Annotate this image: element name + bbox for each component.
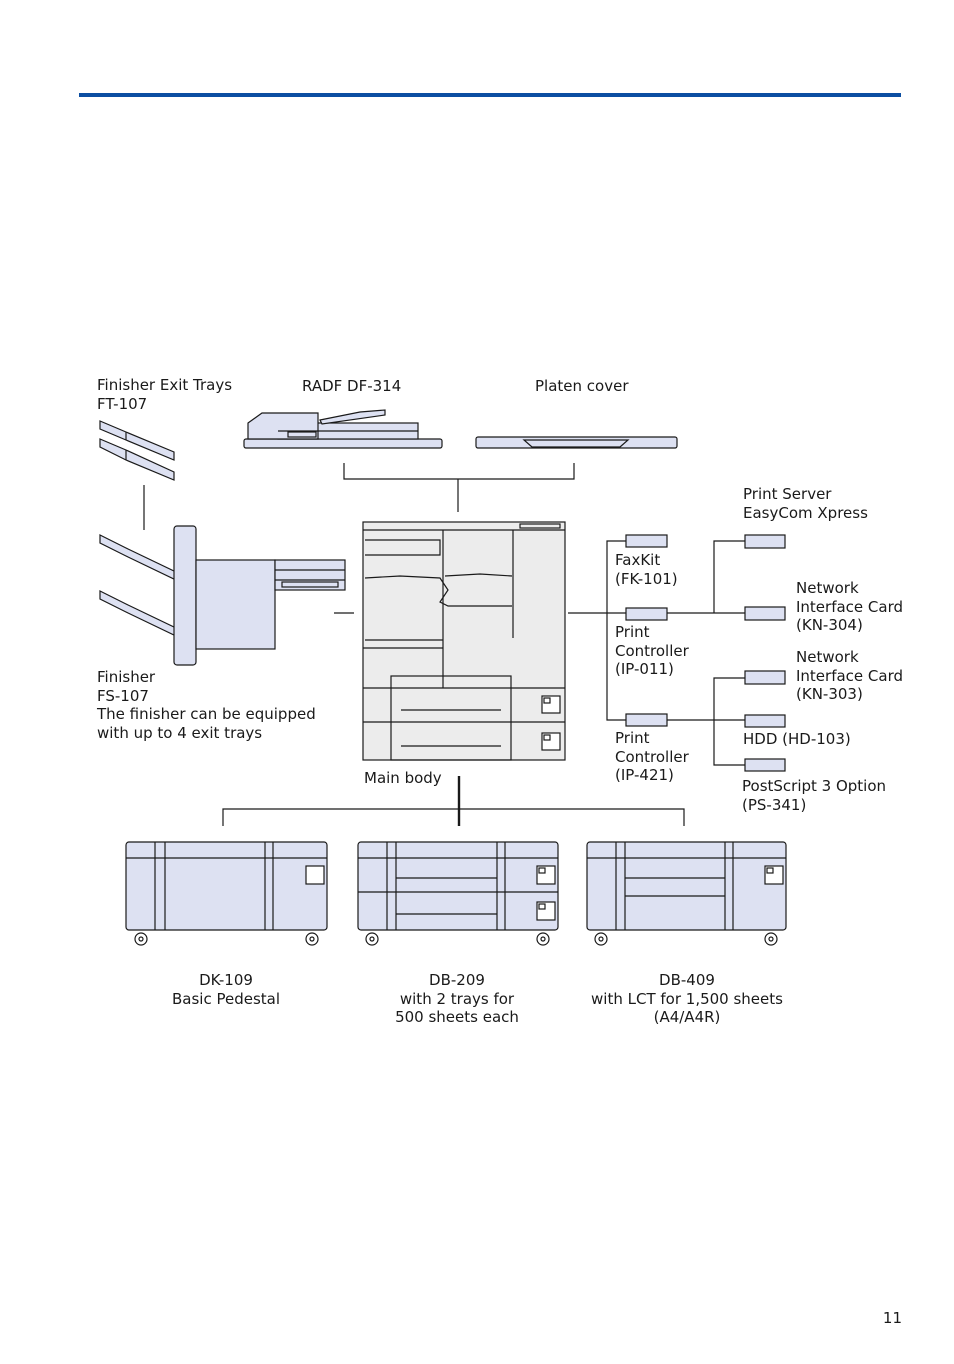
db209-illustration [357,841,559,946]
label-radf: RADF DF-314 [302,377,402,395]
finisher-exit-trays-illustration [99,420,175,481]
print-controller-ip011-board [625,607,668,621]
label-hdd: HDD (HD-103) [743,730,851,748]
faxkit-board [625,534,668,548]
main-body-illustration [362,521,566,761]
finisher-illustration [99,525,346,666]
label-finisher: Finisher FS-107 The finisher can be equi… [97,668,316,742]
label-faxkit: FaxKit (FK-101) [615,551,678,588]
hdd-board [744,714,786,728]
dk109-illustration [125,841,328,946]
postscript-board [744,758,786,772]
label-db209: DB-209 with 2 trays for 500 sheets each [395,971,519,1026]
header-rule [79,93,901,97]
print-controller-ip421-board [625,713,668,727]
label-db409: DB-409 with LCT for 1,500 sheets (A4/A4R… [591,971,783,1026]
label-network-card-kn303: Network Interface Card (KN-303) [796,648,904,703]
label-platen-cover: Platen cover [535,377,629,395]
label-print-controller-ip421: Print Controller (IP-421) [615,729,689,784]
label-dk109: DK-109 Basic Pedestal [171,971,281,1008]
radf-illustration [243,409,443,449]
platen-cover-illustration [475,436,678,449]
connector-top-bracket [343,463,575,480]
label-print-controller-ip011: Print Controller (IP-011) [615,623,689,678]
label-network-card-kn304: Network Interface Card (KN-304) [796,579,904,634]
label-finisher-exit-trays: Finisher Exit Trays FT-107 [97,376,233,413]
page-number: 11 [882,1309,902,1327]
label-print-server: Print Server EasyCom Xpress [743,485,868,522]
db409-illustration [586,841,787,946]
connector-bottom-bracket [222,808,685,826]
label-postscript: PostScript 3 Option (PS-341) [742,777,887,814]
network-card-kn304-board [744,606,786,621]
network-card-kn303-board [744,670,786,685]
print-server-board [744,534,786,549]
label-main-body: Main body [364,769,442,787]
